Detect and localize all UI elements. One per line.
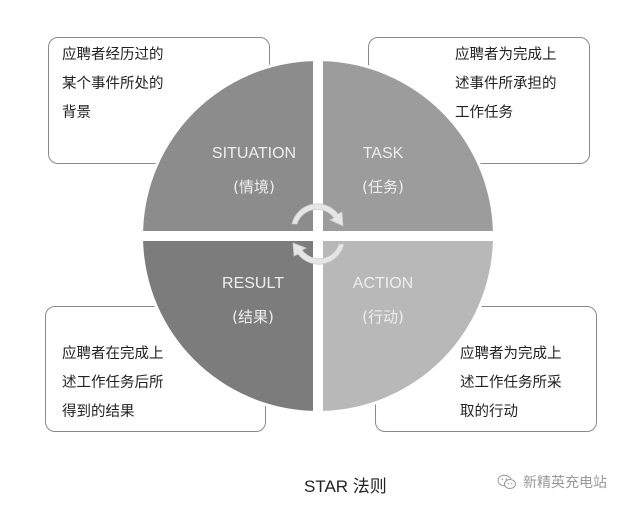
situation-subtitle: (情境) [233, 178, 275, 196]
result-subtitle: (结果) [232, 308, 274, 326]
action-quadrant [323, 241, 493, 411]
result-title: RESULT [222, 275, 284, 292]
action-subtitle: (行动) [362, 308, 404, 326]
result-line-3: 得到的结果 [62, 404, 135, 420]
action-description: 应聘者为完成上 述工作任务所采 取的行动 [460, 340, 562, 427]
watermark: 新精英充电站 [497, 472, 607, 492]
situation-line-3: 背景 [62, 105, 91, 121]
situation-description: 应聘者经历过的 某个事件所处的 背景 [62, 41, 164, 128]
situation-line-2: 某个事件所处的 [62, 76, 164, 92]
cycle-arrows-icon [291, 203, 345, 265]
wechat-icon [497, 474, 516, 489]
action-line-3: 取的行动 [460, 404, 518, 420]
action-line-2: 述工作任务所采 [460, 375, 562, 391]
result-label: RESULT (结果) [208, 274, 298, 327]
task-description: 应聘者为完成上 述事件所承担的 工作任务 [455, 41, 557, 128]
situation-label: SITUATION (情境) [196, 144, 312, 197]
action-label: ACTION (行动) [338, 274, 428, 327]
result-line-2: 述工作任务后所 [62, 375, 164, 391]
situation-line-1: 应聘者经历过的 [62, 47, 164, 63]
action-line-1: 应聘者为完成上 [460, 346, 562, 362]
result-line-1: 应聘者在完成上 [62, 346, 164, 362]
watermark-text: 新精英充电站 [523, 475, 607, 491]
diagram-title: STAR 法则 [304, 477, 387, 496]
task-subtitle: (任务) [362, 178, 404, 196]
task-quadrant [323, 61, 493, 231]
situation-title: SITUATION [211, 145, 297, 162]
result-quadrant [143, 241, 313, 411]
action-title: ACTION [352, 275, 414, 292]
task-line-1: 应聘者为完成上 [455, 47, 557, 63]
task-label: TASK (任务) [338, 144, 428, 197]
task-title: TASK [362, 145, 404, 162]
task-line-3: 工作任务 [455, 105, 513, 121]
situation-quadrant [143, 61, 313, 231]
result-description: 应聘者在完成上 述工作任务后所 得到的结果 [62, 340, 164, 427]
task-line-2: 述事件所承担的 [455, 76, 557, 92]
